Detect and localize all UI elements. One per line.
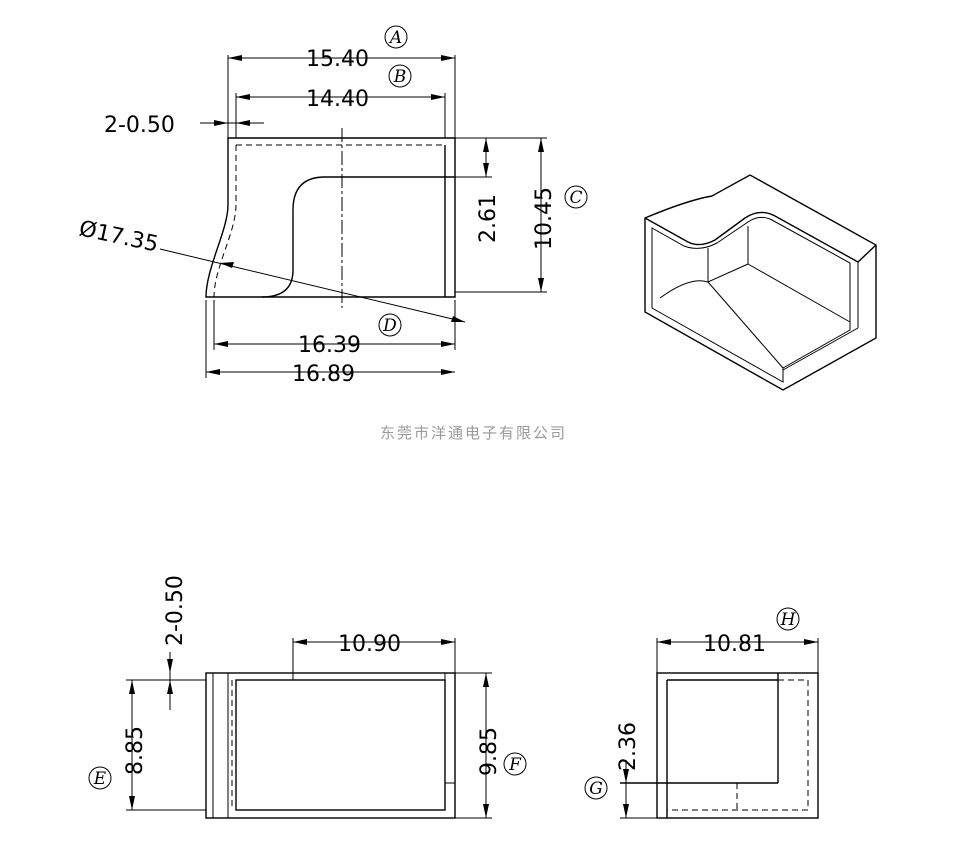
tag-d: D — [382, 316, 397, 336]
dim-diameter-label: Ø17.35 — [77, 216, 161, 257]
tag-c-circle — [564, 185, 588, 209]
dim-d-inner-label: 16.39 — [298, 333, 361, 358]
tag-g: G — [589, 779, 603, 799]
tag-e: E — [93, 769, 107, 789]
side-view-outline — [656, 672, 819, 819]
tag-a-circle — [384, 25, 408, 49]
dim-notch-label: 2.61 — [476, 194, 501, 243]
dim-line-diameter — [159, 248, 466, 323]
dim-height-label: 10.45 — [532, 187, 557, 250]
tag-e-circle — [88, 766, 112, 790]
dim-b-label: 14.40 — [306, 87, 369, 112]
front-view: 2-0.50 10.90 8.85 E 9.85 F — [88, 575, 527, 819]
front-dim-outer-h-label: 9.85 — [477, 727, 502, 776]
front-dim-wall-label: 2-0.50 — [163, 575, 188, 646]
company-watermark: 东莞市洋通电子有限公司 — [380, 424, 567, 442]
side-view: 10.81 H 2.36 G — [584, 607, 819, 819]
dim-a-label: 15.40 — [306, 47, 369, 72]
dim-wall-label: 2-0.50 — [104, 113, 175, 138]
dim-d-outer-label: 16.89 — [292, 362, 355, 387]
front-dim-length-label: 10.90 — [338, 632, 401, 657]
top-view-outline — [205, 137, 456, 298]
tag-c: C — [569, 188, 582, 208]
tag-d-circle — [378, 313, 402, 337]
tag-a: A — [388, 28, 402, 48]
front-dim-inner-h-label: 8.85 — [123, 726, 148, 775]
top-view-hidden-curve — [213, 145, 237, 298]
isometric-view — [644, 174, 877, 391]
side-dim-width-label: 10.81 — [703, 632, 766, 657]
front-view-outline — [205, 672, 456, 819]
tag-b-circle — [388, 64, 412, 88]
front-view-inner — [235, 679, 446, 811]
top-view: 15.40 A 14.40 B 2-0.50 2.61 10.45 C Ø1 — [77, 25, 588, 387]
tag-h: H — [780, 610, 797, 630]
tag-f-circle — [503, 752, 527, 776]
tag-f: F — [508, 755, 522, 775]
tag-h-circle — [776, 607, 800, 631]
tag-b: B — [393, 67, 407, 87]
tag-g-circle — [584, 776, 608, 800]
top-view-slot — [261, 176, 455, 298]
side-dim-step-label: 2.36 — [616, 722, 641, 771]
